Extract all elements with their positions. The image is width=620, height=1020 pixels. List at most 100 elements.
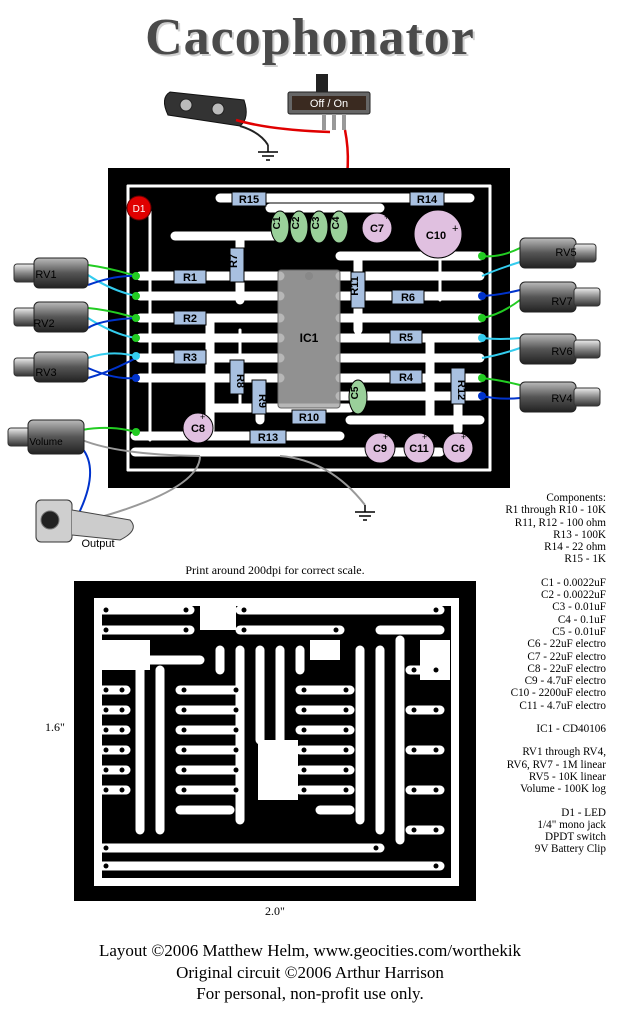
svg-text:+: + bbox=[452, 223, 458, 235]
capacitor-c3: C3 bbox=[309, 210, 329, 244]
c5-label: C5 bbox=[350, 386, 361, 399]
ground-symbol bbox=[258, 145, 278, 161]
rv7-label: RV7 bbox=[551, 296, 572, 308]
resistor-r11: R11 bbox=[349, 271, 366, 309]
ic1-chip: IC1 bbox=[277, 269, 341, 409]
c8-label: C8 bbox=[191, 423, 205, 435]
r9-label: R9 bbox=[256, 394, 268, 408]
r5-label: R5 bbox=[399, 332, 413, 344]
pot-line: RV5 - 10K linear bbox=[528, 770, 606, 783]
svg-text:+: + bbox=[384, 212, 389, 222]
r11-label: R11 bbox=[349, 276, 361, 296]
capacitor-line: C4 - 0.1uF bbox=[557, 613, 606, 626]
capacitor-line: C9 - 4.7uF electro bbox=[524, 675, 606, 688]
capacitor-c6: C6+ bbox=[442, 432, 474, 464]
resistor-r2: R2 bbox=[173, 310, 207, 326]
r6-label: R6 bbox=[401, 292, 415, 304]
resistor-r1: R1 bbox=[173, 269, 207, 285]
c7-label: C7 bbox=[370, 223, 384, 235]
pot-rv4: RV4 bbox=[519, 381, 601, 413]
capacitor-c11: C11+ bbox=[403, 432, 435, 464]
d1-label: D1 bbox=[133, 204, 146, 215]
resistor-r9: R9 bbox=[251, 379, 268, 415]
power-switch: Off / On bbox=[287, 74, 371, 130]
svg-text:+: + bbox=[383, 432, 388, 442]
components-heading: Components: bbox=[546, 492, 606, 504]
c3-label: C3 bbox=[311, 216, 322, 229]
r13-label: R13 bbox=[258, 432, 278, 444]
c2-label: C2 bbox=[291, 216, 302, 229]
resistor-r4: R4 bbox=[389, 369, 423, 385]
r4-label: R4 bbox=[399, 372, 414, 384]
r15-label: R15 bbox=[239, 194, 259, 206]
capacitor-c2: C2 bbox=[289, 210, 309, 244]
resistor-r14: R14 bbox=[409, 191, 445, 207]
resistor-r13: R13 bbox=[249, 429, 287, 445]
pot-rv3: RV3 bbox=[13, 351, 89, 383]
resistor-line: R15 - 1K bbox=[564, 553, 606, 566]
capacitor-c10: C10+ bbox=[413, 209, 463, 259]
capacitor-line: C6 - 22uF electro bbox=[527, 638, 606, 651]
pot-rv6: RV6 bbox=[519, 333, 601, 365]
print-note: Print around 200dpi for correct scale. bbox=[185, 563, 365, 577]
c4-label: C4 bbox=[331, 216, 342, 229]
pot-rv2: RV2 bbox=[13, 301, 89, 333]
rv4-label: RV4 bbox=[551, 393, 572, 405]
footer-line-license: For personal, non-profit use only. bbox=[196, 984, 424, 1003]
c11-label: C11 bbox=[409, 443, 429, 455]
resistor-r5: R5 bbox=[389, 329, 423, 345]
rv5-label: RV5 bbox=[555, 247, 576, 259]
c1-label: C1 bbox=[272, 216, 283, 229]
c9-label: C9 bbox=[373, 443, 387, 455]
volume-label: Volume bbox=[29, 437, 63, 448]
resistor-r8: R8 bbox=[229, 359, 246, 395]
dimension-width: 2.0" bbox=[265, 904, 285, 918]
pot-rv7: RV7 bbox=[519, 281, 601, 313]
capacitor-line: C1 - 0.0022uF bbox=[541, 576, 606, 589]
output-label: Output bbox=[81, 538, 114, 550]
misc-line: DPDT switch bbox=[544, 831, 606, 844]
ic-line: IC1 - CD40106 bbox=[536, 723, 606, 736]
misc-line: 9V Battery Clip bbox=[534, 843, 606, 856]
dimension-height: 1.6" bbox=[45, 720, 65, 734]
pad-dots bbox=[132, 252, 486, 436]
pot-rv1: RV1 bbox=[13, 257, 89, 289]
battery-clip bbox=[164, 91, 247, 127]
resistor-line: R1 through R10 - 10K bbox=[505, 504, 606, 517]
page-title: Cacophonator bbox=[145, 9, 475, 66]
capacitor-c5: C5 bbox=[348, 379, 368, 415]
capacitor-line: C10 - 2200uF electro bbox=[510, 687, 606, 700]
pot-rv5: RV5 bbox=[519, 237, 597, 269]
ic1-label: IC1 bbox=[300, 331, 319, 345]
r7-label: R7 bbox=[228, 254, 240, 268]
rv1-label: RV1 bbox=[35, 269, 56, 281]
resistor-line: R13 - 100K bbox=[553, 528, 606, 541]
pot-volume: Volume bbox=[7, 419, 85, 455]
output-jack: Output bbox=[35, 499, 134, 550]
capacitor-line: C7 - 22uF electro bbox=[527, 650, 606, 663]
footer-line-layout: Layout ©2006 Matthew Helm, www.geocities… bbox=[98, 941, 522, 960]
resistor-line: R11, R12 - 100 ohm bbox=[514, 516, 606, 529]
capacitor-line: C5 - 0.01uF bbox=[552, 625, 606, 638]
resistor-r15: R15 bbox=[231, 191, 267, 207]
capacitor-c7: C7+ bbox=[361, 212, 393, 244]
capacitor-line: C2 - 0.0022uF bbox=[541, 589, 606, 602]
pot-line: Volume - 100K log bbox=[520, 783, 606, 796]
capacitor-line: C8 - 22uF electro bbox=[527, 662, 606, 675]
c6-label: C6 bbox=[451, 443, 465, 455]
capacitor-c9: C9+ bbox=[364, 432, 396, 464]
svg-text:+: + bbox=[200, 412, 205, 422]
footer-credits: Layout ©2006 Matthew Helm, www.geocities… bbox=[0, 940, 620, 1005]
rv3-label: RV3 bbox=[35, 367, 56, 379]
footer-line-circuit: Original circuit ©2006 Arthur Harrison bbox=[176, 962, 444, 982]
switch-label: Off / On bbox=[310, 98, 348, 110]
rv2-label: RV2 bbox=[33, 318, 54, 330]
rv6-label: RV6 bbox=[551, 346, 572, 358]
r3-label: R3 bbox=[183, 352, 197, 364]
misc-line: D1 - LED bbox=[561, 806, 606, 819]
resistor-line: R14 - 22 ohm bbox=[544, 541, 606, 554]
r14-label: R14 bbox=[417, 194, 438, 206]
r8-label: R8 bbox=[234, 374, 246, 388]
capacitor-c4: C4 bbox=[329, 210, 349, 244]
